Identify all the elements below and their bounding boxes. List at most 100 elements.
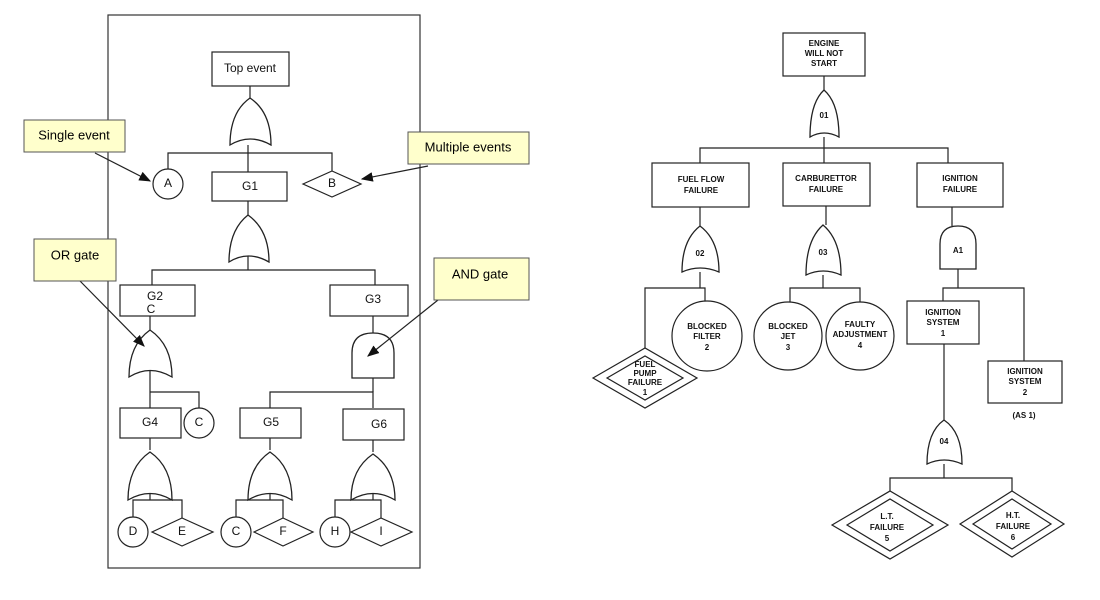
or-gate-callout-text: OR gate <box>51 247 99 262</box>
faulty-adjustment-line3: 4 <box>858 341 863 350</box>
left-connectors <box>132 86 382 518</box>
callouts: Single event Multiple events OR gate AND… <box>23 119 530 357</box>
blocked-filter-circle <box>671 300 743 372</box>
single-event-callout <box>23 119 126 153</box>
g2-box <box>119 284 196 317</box>
faulty-adjustment-line2: ADJUSTMENT <box>833 330 888 339</box>
multiple-events-callout-text: Multiple events <box>425 139 512 154</box>
faulty-adjustment-circle <box>825 301 895 371</box>
blocked-jet-circle <box>753 301 823 371</box>
event-a-label: A <box>164 176 172 190</box>
blocked-filter-line3: 2 <box>705 343 710 352</box>
lt-failure-line3: 5 <box>885 534 890 543</box>
g2-sub-label: C <box>147 302 156 316</box>
ignition-failure-box <box>916 162 1004 208</box>
fuel-flow-line2: FAILURE <box>684 186 719 195</box>
carburettor-line2: FAILURE <box>809 185 844 194</box>
g5-label: G5 <box>263 415 279 429</box>
blocked-jet-line3: 3 <box>786 343 791 352</box>
event-d-label: D <box>129 524 138 538</box>
lt-failure-line2: FAILURE <box>870 523 905 532</box>
fuel-flow-failure-box <box>651 162 750 208</box>
ignition-system-2-line3: 2 <box>1023 388 1028 397</box>
fuel-pump-line1: FUEL <box>635 360 656 369</box>
engine-label-line1: ENGINE <box>809 39 840 48</box>
g1-label: G1 <box>242 179 258 193</box>
gate-a1-label: A1 <box>953 246 964 255</box>
g1-box <box>211 171 288 202</box>
event-c2-circle <box>220 516 252 548</box>
engine-will-not-start-box <box>782 32 866 77</box>
or-gate-g4 <box>127 451 173 502</box>
event-b-diamond <box>301 170 363 198</box>
g4-box <box>119 407 182 439</box>
ht-failure-inner-diamond <box>971 498 1053 550</box>
or-gate-01 <box>809 89 840 139</box>
single-event-arrow <box>94 152 152 182</box>
or-gate-arrow <box>79 280 145 347</box>
top-event-label: Top event <box>224 61 277 75</box>
blocked-filter-line1: BLOCKED <box>687 322 727 331</box>
or-gate-g6 <box>350 453 396 502</box>
single-event-callout-text: Single event <box>38 127 110 142</box>
event-c1-label: C <box>195 415 204 429</box>
blocked-jet-line2: JET <box>781 332 796 341</box>
gate-03-label: 03 <box>819 248 828 257</box>
gate-02-label: 02 <box>696 249 705 258</box>
generic-fault-tree: Top event A G1 B G2 C G3 G4 C G5 G6 <box>107 14 421 569</box>
fuel-pump-line2: PUMP <box>633 369 657 378</box>
frame-border <box>107 14 421 569</box>
right-connectors <box>644 76 1025 500</box>
gate-01-label: 01 <box>820 111 829 120</box>
and-gate-callout-text: AND gate <box>452 266 508 281</box>
ignition-system-2-line1: IGNITION <box>1007 367 1043 376</box>
event-f-diamond <box>252 517 315 547</box>
lt-failure-inner-diamond <box>845 498 935 552</box>
event-e-label: E <box>178 524 186 538</box>
event-b-label: B <box>328 176 336 190</box>
ignition-line1: IGNITION <box>942 174 978 183</box>
carburettor-failure-box <box>782 162 871 207</box>
event-e-diamond <box>150 517 215 547</box>
and-gate-arrow <box>367 299 439 357</box>
and-gate-a1 <box>939 225 977 270</box>
ignition-system-1-box <box>906 300 980 345</box>
or-gate-top <box>229 97 272 147</box>
or-gate-04 <box>926 419 963 466</box>
ht-failure-line1: H.T. <box>1006 511 1020 520</box>
event-h-label: H <box>331 524 340 538</box>
engine-label-line3: START <box>811 59 837 68</box>
or-gate-02 <box>681 225 720 273</box>
or-gate-g5 <box>247 451 293 502</box>
or-gate-g1 <box>228 214 270 264</box>
multiple-events-callout <box>407 131 530 165</box>
event-i-label: I <box>379 524 382 538</box>
engine-fault-tree: ENGINE WILL NOT START 01 FUEL FLOW FAILU… <box>591 32 1066 560</box>
ignition-system-1-line2: SYSTEM <box>927 318 960 327</box>
g3-box <box>329 284 409 317</box>
fuel-flow-line1: FUEL FLOW <box>678 175 725 184</box>
event-f-label: F <box>279 524 286 538</box>
g4-label: G4 <box>142 415 158 429</box>
and-gate-callout <box>433 257 530 301</box>
ht-failure-line3: 6 <box>1011 533 1016 542</box>
fuel-pump-line4: 1 <box>643 388 648 397</box>
or-gate-03 <box>805 224 842 277</box>
lt-failure-line1: L.T. <box>880 512 893 521</box>
event-c1-circle <box>183 407 215 439</box>
blocked-jet-line1: BLOCKED <box>768 322 808 331</box>
fuel-pump-line3: FAILURE <box>628 378 663 387</box>
faulty-adjustment-line1: FAULTY <box>845 320 876 329</box>
event-d-circle <box>117 516 149 548</box>
g2-label: G2 <box>147 289 163 303</box>
g6-box <box>342 408 405 441</box>
event-i-diamond <box>349 517 414 547</box>
multiple-events-arrow <box>360 165 429 182</box>
ignition-system-1-line1: IGNITION <box>925 308 961 317</box>
as-1-label: (AS 1) <box>1012 411 1035 420</box>
ignition-line2: FAILURE <box>943 185 978 194</box>
engine-label-line2: WILL NOT <box>805 49 844 58</box>
g6-label: G6 <box>371 417 387 431</box>
fuel-pump-failure-inner-diamond <box>605 355 685 401</box>
g3-label: G3 <box>365 292 381 306</box>
